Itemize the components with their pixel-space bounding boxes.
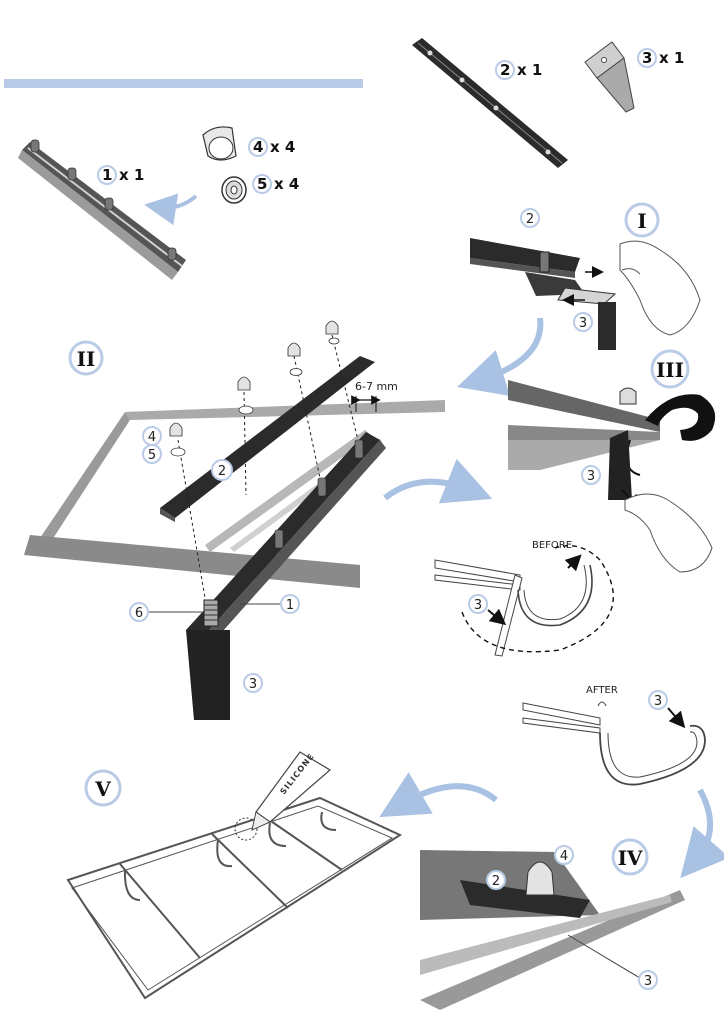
silicone-tube: SILICONE bbox=[251, 751, 332, 831]
svg-text:I: I bbox=[637, 209, 646, 233]
step-2-callout-bolt: 6 bbox=[129, 602, 202, 622]
step-1-callout-bracket: 3 bbox=[573, 312, 593, 332]
svg-text:5: 5 bbox=[148, 448, 156, 463]
svg-text:x 1: x 1 bbox=[659, 49, 684, 67]
svg-text:3: 3 bbox=[644, 974, 652, 989]
svg-text:x 1: x 1 bbox=[119, 166, 144, 184]
arrow-part-to-rail bbox=[144, 193, 198, 226]
svg-text:6: 6 bbox=[135, 606, 143, 621]
step-2-illustration bbox=[24, 320, 445, 720]
step-5-badge: V bbox=[84, 769, 122, 807]
svg-text:3: 3 bbox=[474, 598, 482, 613]
part-4-label: 4 x 4 bbox=[248, 137, 295, 157]
part-2-bar bbox=[412, 38, 568, 168]
step-2-callout-cap: 4 bbox=[142, 426, 162, 446]
svg-text:4: 4 bbox=[253, 138, 263, 156]
svg-text:5: 5 bbox=[257, 175, 267, 193]
svg-text:4: 4 bbox=[560, 849, 568, 864]
step-1-illustration bbox=[470, 238, 701, 350]
header-accent-bar bbox=[4, 79, 363, 88]
step-2-callout-bracket: 3 bbox=[243, 673, 263, 693]
part-2-label: 2 x 1 bbox=[495, 60, 542, 80]
svg-text:x 1: x 1 bbox=[517, 61, 542, 79]
svg-text:x 4: x 4 bbox=[274, 175, 299, 193]
arrow-step1-to-step2 bbox=[457, 317, 544, 396]
svg-text:x 4: x 4 bbox=[270, 138, 295, 156]
part-1-label: 1 x 1 bbox=[97, 165, 144, 185]
svg-text:2: 2 bbox=[500, 61, 510, 79]
svg-text:V: V bbox=[94, 777, 111, 801]
step-3-illustration bbox=[508, 380, 716, 573]
svg-text:2: 2 bbox=[492, 874, 500, 889]
before-illustration bbox=[434, 545, 615, 657]
part-3-label: 3 x 1 bbox=[637, 48, 684, 68]
svg-text:1: 1 bbox=[286, 598, 294, 613]
step-4-callout-bracket: 3 bbox=[638, 970, 658, 990]
step-4-badge: IV bbox=[611, 838, 649, 876]
step-3-badge: III bbox=[650, 349, 690, 389]
svg-text:3: 3 bbox=[579, 316, 587, 331]
after-label: AFTER bbox=[586, 685, 618, 696]
svg-text:2: 2 bbox=[526, 212, 534, 227]
step-1-callout-bar: 2 bbox=[520, 208, 540, 228]
gap-dimension-text: 6-7 mm bbox=[355, 380, 398, 393]
part-5-washer bbox=[221, 176, 247, 204]
svg-text:III: III bbox=[656, 358, 684, 382]
before-label: BEFORE bbox=[532, 540, 572, 551]
svg-text:2: 2 bbox=[218, 464, 226, 479]
part-1-rail bbox=[18, 139, 186, 280]
step-4-callout-bar: 2 bbox=[486, 870, 506, 890]
svg-text:3: 3 bbox=[642, 49, 652, 67]
after-callout-bracket: 3 bbox=[648, 690, 668, 710]
svg-text:IV: IV bbox=[618, 846, 643, 870]
after-illustration bbox=[522, 701, 706, 786]
svg-text:1: 1 bbox=[102, 166, 112, 184]
step-2-badge: II bbox=[68, 340, 104, 376]
step-4-callout-cap: 4 bbox=[554, 845, 574, 865]
part-5-label: 5 x 4 bbox=[252, 174, 299, 194]
svg-text:II: II bbox=[77, 347, 96, 371]
arrow-step2-to-step3 bbox=[383, 458, 493, 504]
step-2-callout-bar: 2 bbox=[211, 459, 233, 481]
step-3-callout-bracket: 3 bbox=[581, 465, 601, 485]
svg-text:4: 4 bbox=[148, 430, 156, 445]
arrow-step4-to-step5 bbox=[379, 772, 498, 818]
step-4-illustration bbox=[420, 850, 685, 1010]
step-2-callout-rail: 1 bbox=[240, 594, 300, 614]
step-5-illustration bbox=[66, 796, 403, 1000]
part-3-bracket bbox=[584, 41, 635, 113]
svg-text:3: 3 bbox=[654, 694, 662, 709]
svg-text:3: 3 bbox=[587, 469, 595, 484]
before-callout-bracket: 3 bbox=[468, 594, 488, 614]
step-1-badge: I bbox=[624, 202, 660, 238]
svg-text:3: 3 bbox=[249, 677, 257, 692]
part-4-cap bbox=[202, 126, 237, 161]
step-2-callout-washer: 5 bbox=[142, 444, 162, 464]
arrow-after-to-step4 bbox=[680, 788, 724, 879]
